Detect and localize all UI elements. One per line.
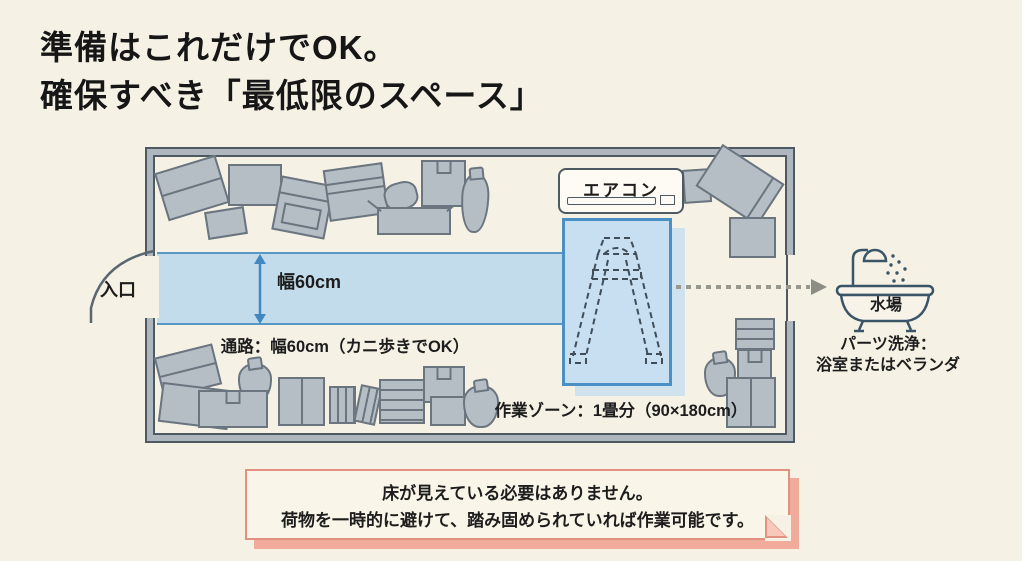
door-swing-icon (89, 249, 155, 323)
title-line-2: 確保すべき「最低限のスペース」 (40, 77, 544, 114)
clutter-open-box (377, 207, 451, 235)
stepladder-icon (569, 237, 663, 364)
clutter-book-stack (735, 318, 775, 350)
air-conditioner-icon: エアコン (558, 168, 684, 214)
washing-caption-2: 浴室またはベランダ (815, 357, 960, 374)
clutter-sack (463, 385, 499, 428)
note-callout: 床が見えている必要はありません。 荷物を一時的に避けて、踏み固められていれば作業… (245, 469, 791, 541)
title-line-1: 準備はこれだけでOK。 (40, 29, 398, 66)
clutter-box (228, 164, 282, 206)
entrance-label: 入口 (100, 280, 136, 300)
bathtub-icon (835, 248, 935, 333)
arrowhead-icon (811, 279, 827, 295)
clutter-books (329, 386, 356, 424)
shower-head-icon (851, 248, 888, 286)
clutter-book-stack (379, 379, 425, 424)
work-zone (562, 218, 672, 386)
note-line-2: 荷物を一時的に避けて、踏み固められていれば作業可能です。 (281, 511, 754, 530)
page-fold-icon (765, 515, 791, 541)
clutter-box (430, 396, 466, 426)
clutter-cabinet (278, 377, 325, 426)
width-arrow-icon (254, 254, 266, 324)
work-zone-caption: 作業ゾーン：1畳分（90×180cm） (494, 402, 748, 420)
washing-caption-1: パーツ洗浄： (840, 336, 936, 353)
clutter-box (729, 217, 776, 258)
corridor-width-label: 幅60cm (277, 272, 342, 292)
page-title: 準備はこれだけでOK。 確保すべき「最低限のスペース」 (40, 24, 544, 120)
aircon-vent-box (660, 195, 675, 205)
dotted-arrow-icon (676, 285, 810, 289)
clutter-box (421, 160, 466, 207)
corridor-caption: 通路：幅60cm（カニ歩きでOK） (220, 338, 470, 356)
clutter-cabinet (726, 377, 776, 428)
note-line-1: 床が見えている必要はありません。 (382, 484, 653, 503)
clutter-box (737, 349, 772, 380)
water-label: 水場 (869, 297, 902, 314)
aircon-label: エアコン (583, 181, 659, 200)
clutter-box (198, 390, 268, 428)
corridor-strip (157, 252, 562, 325)
entrance-gap (141, 256, 159, 318)
aircon-vent (567, 197, 656, 205)
